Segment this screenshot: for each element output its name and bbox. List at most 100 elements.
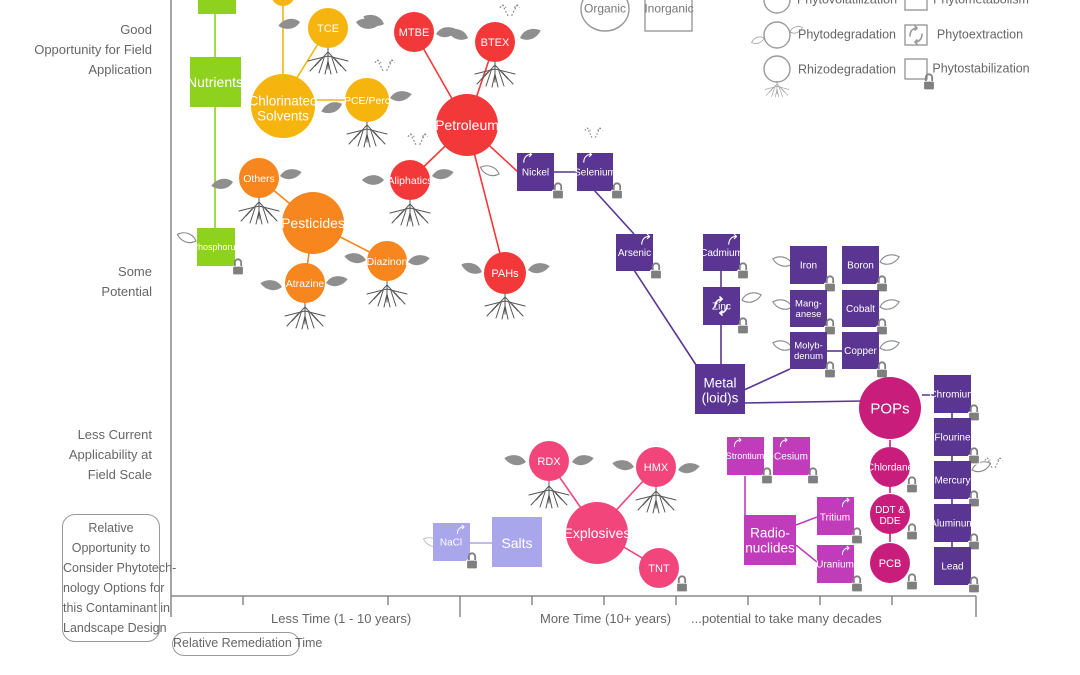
zinc-arrows-icon [714,296,728,316]
legend-phytostabilization-lock-icon [922,73,936,91]
roots-pahs [484,291,526,320]
legend-phytometabolism-label: Phytometabolism [933,0,1029,7]
legend-phytovolatilization-icon [763,0,791,14]
cadmium-box [703,234,740,271]
legend-phytometabolism-label-line1: Phytometabolism [933,0,1029,7]
aluminum-lock-icon [967,533,981,551]
petroleum-label-line1: Petroleum [435,117,499,133]
legend-rhizodegradation-label: Rhizodegradation [798,63,896,77]
pcb-circle [870,543,910,583]
copper-label-line1: Copper [844,346,877,357]
nacl-label: NaCl [440,538,462,549]
connector-arsenic-metalloids [633,269,701,372]
legend-inorganic-box [644,0,693,32]
uranium-label: Uranium [816,560,854,571]
strontium-arrow-icon [733,437,742,448]
aluminum-box [934,504,971,542]
relative-remediation-time-box: Relative Remediation Time [172,632,322,656]
tnt-circle [639,548,679,588]
phosphorus-lock-icon [231,258,245,276]
nutrients-label-line1: Nutrients [187,74,243,90]
x-label-less-time: Less Time (1 - 10 years) [271,611,412,626]
mtbe-label-line1: MTBE [399,27,430,39]
arsenic-box [616,234,653,271]
tnt-lock-icon [675,575,689,593]
x-label-more-time: More Time (10+ years) [540,611,672,626]
manganese-box [790,290,827,327]
legend-inorganic-label: Inorganic [644,1,693,15]
uranium-box [817,545,854,583]
tritium-label: Tritium [820,513,850,524]
legend-phytodegradation-icon [763,21,791,49]
y-label-less-line1: Less Current [77,427,152,442]
strontium-label-line1: Strontium [726,451,765,461]
selenium-arrow-icon [583,151,593,163]
others-label: Others [243,173,275,185]
y-label-less-line2: Applicability at [68,447,152,462]
uranium-label-line1: Uranium [816,560,854,571]
explosives-circle [566,502,628,564]
aliphatics-label-line1: Aliphatics [388,175,433,187]
tce-circle [308,8,348,48]
metalloids-label-line1: Metal [703,375,736,390]
legend-phytodegradation-label: Phytodegradation [798,28,896,42]
pesticides-circle [282,192,344,254]
pce-label-line1: PCE/Perc [344,95,390,107]
rdx-circle [529,441,569,481]
roots-atrazine [284,301,326,330]
leaf-pahs-1 [461,262,482,274]
nickel-label: Nickel [522,168,549,179]
legend-organic-label-line1: Organic [584,1,626,15]
arsenic-label-line1: Arsenic [618,248,651,259]
cesium-label: Cesium [774,452,808,463]
zinc-box [703,287,740,325]
y-label-some: Some Potential [101,262,152,302]
leaf-pce-1 [321,102,342,114]
nacl-box [433,523,470,561]
radionuclides-label: Radio-nuclides [745,525,795,555]
arsenic-label: Arsenic [618,248,651,259]
legend-rhizodegradation-roots-icon [764,80,790,98]
arrows-btex-icon [499,4,521,17]
leaf-mtbe-1 [363,14,384,26]
explosives-label: Explosives [564,525,631,541]
phosphorus-label: Phosphorus [192,242,241,252]
nutrients-label: Nutrients [187,74,243,90]
nutrients-box [190,57,241,107]
cadmium-label-line1: Cadmium [700,248,743,259]
phosphorus-label-line1: Phosphorus [192,242,241,252]
roots-hmx [635,485,677,514]
pesticides-label-line1: Pesticides [281,215,345,231]
connector-metalloids-pops [743,400,863,404]
mercury-label: Mercury [934,476,970,487]
zinc-label-line1: Zinc [712,302,731,313]
legend-phytovolatilization-label: Phytovolatilization [797,0,897,7]
ddt-dde-label: DDT &DDE [875,505,905,527]
connector-radionuclides-uranium [795,544,818,563]
pesticides-label: Pesticides [281,215,345,231]
flourine-lock-icon [967,447,981,465]
mercury-box [934,461,971,499]
relative-opportunity-line6: Landscape Design [63,621,167,635]
iron-label: Iron [800,261,817,272]
leaf-pahs-2 [528,263,550,274]
leaf-diazinon-1 [344,253,366,264]
aliphatics-label: Aliphatics [388,175,433,187]
y-label-some-line1: Some [118,264,152,279]
leaf-aliphatics-2 [432,169,454,180]
metalloids-label: Metal(loid)s [702,375,739,405]
radionuclides-label-line2: nuclides [745,540,795,555]
selenium-label: Selenium [574,168,616,179]
diazinon-label-line1: Diazinon [367,256,408,268]
uranium-arrow-icon [841,545,850,556]
connector-selenium-arsenic [593,189,635,235]
roots-tce [307,46,349,75]
flourine-box [934,418,971,456]
explosives-label-line1: Explosives [564,525,631,541]
radionuclides-label-line1: Radio- [750,525,790,540]
mtbe-circle [394,12,434,52]
arrows-selenium-icon [584,127,603,138]
lead-label-line1: Lead [941,562,963,573]
selenium-box [577,153,613,191]
leaf-rdx-1 [504,455,526,466]
